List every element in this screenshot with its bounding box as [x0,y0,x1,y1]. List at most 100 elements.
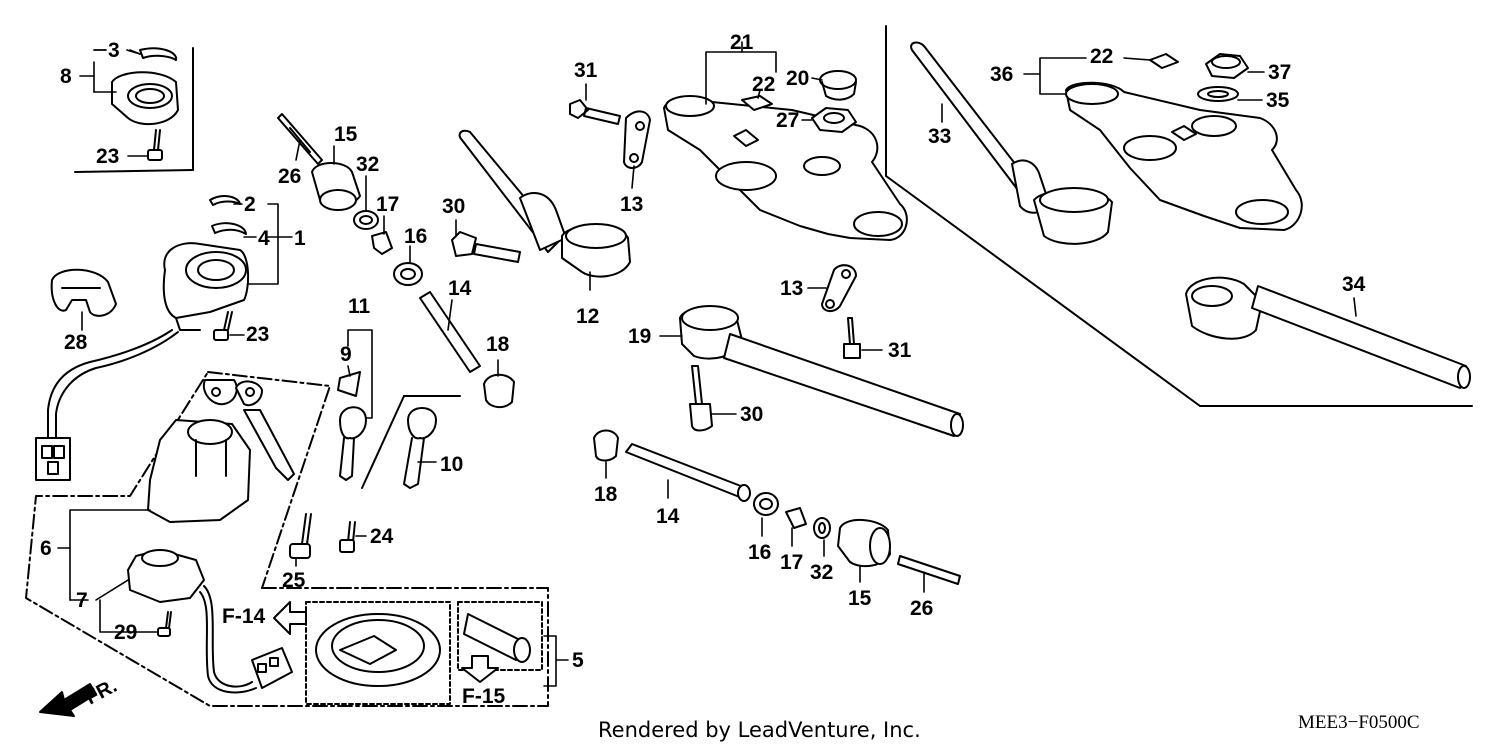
key-frame-line-2 [361,395,405,489]
callout-28: 28 [64,331,88,354]
callout-1: 1 [294,227,306,250]
collar-16-lower [753,492,779,516]
nut-18-lower [593,429,619,462]
callout-33: 33 [928,125,952,148]
callout-18-upper: 18 [486,333,510,356]
bolt-30-upper [451,231,521,263]
fr-arrow [39,683,97,717]
callout-8: 8 [60,65,72,88]
clip-17-upper [371,231,393,255]
lock-box-5 [457,601,543,671]
optional-frame [885,25,1473,407]
callout-35: 35 [1266,89,1290,112]
callout-20: 20 [786,67,810,90]
callout-23-mid: 23 [246,323,270,346]
screw-23-mid [213,311,233,341]
callout-25: 25 [282,569,306,592]
handlebar-19 [679,305,964,437]
washer-32-upper [353,210,379,230]
sensor-7 [127,549,293,694]
plate-22-center [741,95,773,111]
bolt-26-upper [277,113,323,165]
screw-29 [157,611,172,637]
callout-26-upper: 26 [278,165,302,188]
callout-5: 5 [572,649,584,672]
callout-21: 21 [730,31,754,54]
callout-3: 3 [108,39,120,62]
bolt-30-lower [689,365,713,432]
callout-6: 6 [40,537,52,560]
callout-36: 36 [990,63,1014,86]
callout-11: 11 [348,295,371,318]
callout-30-upper: 30 [442,195,466,218]
fuel-cap [315,613,441,687]
cap-20 [819,70,857,101]
key-cap-9 [337,371,361,397]
bracket-13-lower [821,264,857,312]
clip-3 [139,47,178,61]
screw-25 [289,513,312,559]
callout-37: 37 [1268,61,1292,84]
leader-lines [57,41,1357,687]
callout-15-upper: 15 [334,123,358,146]
callout-24: 24 [370,525,394,548]
clamp-28 [50,268,117,317]
callout-27: 27 [776,109,800,132]
callout-15-lower: 15 [848,587,872,610]
callout-31-lower: 31 [888,339,912,362]
washer-35 [1197,86,1239,102]
diagram-code: MEE3−F0500C [1298,712,1420,733]
callout-4: 4 [258,227,270,250]
callout-18-lower: 18 [594,483,618,506]
lock-cylinder-5 [463,613,531,663]
callout-14-upper: 14 [448,277,472,300]
bolt-31-lower [843,317,861,359]
callout-13-lower: 13 [780,277,804,300]
key-10 [403,407,437,489]
callout-34: 34 [1342,273,1366,296]
ref-f15[interactable]: F-15 [462,685,506,708]
fuel-cap-box [305,601,451,705]
screw-24 [339,521,356,553]
callout-9: 9 [340,343,352,366]
bolt-26-lower [897,555,961,585]
cover-group-frame [74,47,194,173]
callout-14-lower: 14 [656,505,680,528]
callout-22-right: 22 [1090,45,1114,68]
handlebar-33 [910,41,1113,245]
plate-22-right [1149,53,1179,69]
weight-15-lower [837,519,891,568]
callout-16-upper: 16 [404,225,428,248]
callout-7: 7 [76,589,88,612]
collar-16-upper [393,262,423,286]
handlebar-34 [1185,276,1471,389]
screw-23-top [147,129,163,161]
callout-23-top: 23 [96,145,120,168]
washer-32-lower [813,517,831,539]
clip-4 [211,222,247,235]
top-bridge-36 [1065,81,1303,231]
callout-17-lower: 17 [780,551,804,574]
callout-32-upper: 32 [356,153,380,176]
rod-14-lower [625,443,751,502]
ref-f14[interactable]: F-14 [222,605,266,628]
cover-8 [111,71,179,126]
callout-16-lower: 16 [748,541,772,564]
rod-14-upper [419,291,481,373]
callout-26-lower: 26 [910,597,934,620]
callout-32-lower: 32 [810,561,834,584]
handlebar-12 [458,129,631,278]
ignition-switch-1 [35,242,250,481]
bracket-13-upper [623,110,651,169]
key-set-frame [25,371,549,707]
callout-30-lower: 30 [740,403,764,426]
nut-18-upper [483,373,515,408]
callout-31-upper: 31 [574,59,598,82]
callout-22-center: 22 [752,73,776,96]
nut-27 [811,107,857,133]
nut-37 [1205,53,1249,79]
callout-13-upper: 13 [620,193,644,216]
top-bridge-21 [663,95,908,241]
callout-17-upper: 17 [376,193,400,216]
callout-19: 19 [628,325,652,348]
